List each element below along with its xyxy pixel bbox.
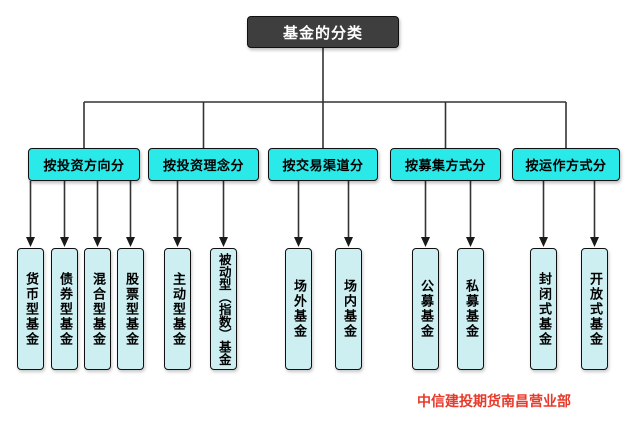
category-label: 按募集方式分 xyxy=(404,159,486,174)
category-box-fundraising-method: 按募集方式分 xyxy=(390,148,501,181)
leaf-label: 货币型基金 xyxy=(23,271,38,347)
leaf-box-equity-fund: 股票型基金 xyxy=(117,248,144,370)
category-box-trading-channel: 按交易渠道分 xyxy=(268,148,378,181)
leaf-box-otc-fund: 场外基金 xyxy=(285,248,312,370)
leaf-label: 场内基金 xyxy=(341,279,356,339)
arrowheads xyxy=(26,237,599,247)
leaf-label: 股票型基金 xyxy=(123,271,138,347)
category-label: 按投资方向分 xyxy=(43,159,125,174)
leaf-box-private-fund: 私募基金 xyxy=(457,248,484,370)
leaf-label: 混合型基金 xyxy=(90,271,105,347)
leaf-box-public-fund: 公募基金 xyxy=(412,248,439,370)
category-label: 按运作方式分 xyxy=(525,159,607,174)
leaf-label: 封闭式基金 xyxy=(536,271,551,347)
leaf-box-bond-fund: 债券型基金 xyxy=(51,248,78,370)
leaf-box-open-end-fund: 开放式基金 xyxy=(581,248,608,370)
leaf-box-closed-end-fund: 封闭式基金 xyxy=(530,248,557,370)
leaf-box-exchange-fund: 场内基金 xyxy=(335,248,362,370)
root-node-label: 基金的分类 xyxy=(282,23,363,42)
leaf-box-active-fund: 主动型基金 xyxy=(164,248,191,370)
leaf-label: 私募基金 xyxy=(463,279,478,339)
leaf-box-hybrid-fund: 混合型基金 xyxy=(84,248,111,370)
category-box-investment-philosophy: 按投资理念分 xyxy=(148,148,259,181)
leaf-label: 债券型基金 xyxy=(57,271,72,347)
category-box-operation-method: 按运作方式分 xyxy=(512,148,620,181)
category-label: 按交易渠道分 xyxy=(282,159,364,174)
branding-text: 中信建投期货南昌营业部 xyxy=(417,394,571,410)
leaf-label: 被动型（指数）基金 xyxy=(216,252,232,366)
leaf-box-passive-index-fund: 被动型（指数）基金 xyxy=(210,248,237,370)
leaf-label: 场外基金 xyxy=(291,279,306,339)
category-box-investment-direction: 按投资方向分 xyxy=(28,148,140,181)
leaf-label: 主动型基金 xyxy=(170,271,185,347)
root-node-fund-classification: 基金的分类 xyxy=(247,16,399,48)
category-label: 按投资理念分 xyxy=(162,159,244,174)
leaf-box-money-fund: 货币型基金 xyxy=(17,248,44,370)
leaf-label: 公募基金 xyxy=(418,279,433,339)
leaf-label: 开放式基金 xyxy=(587,271,602,347)
